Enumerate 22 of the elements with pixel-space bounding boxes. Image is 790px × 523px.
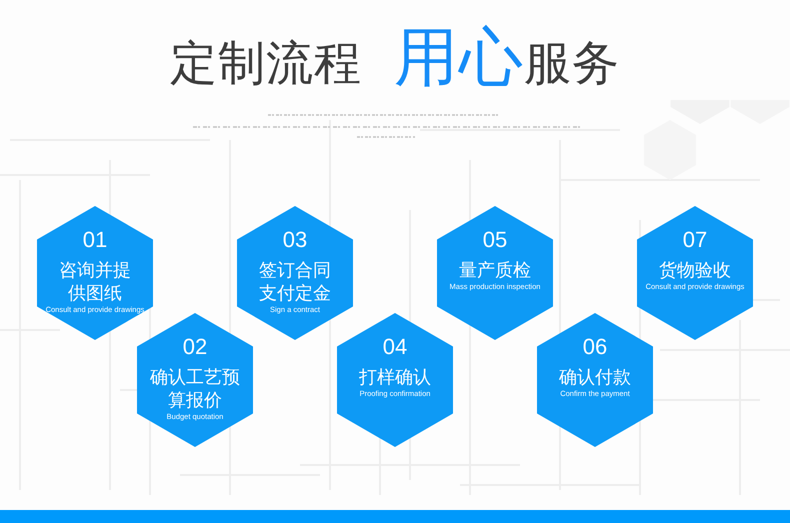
step-title: 确认付款: [558, 366, 632, 389]
step-title: 量产质检: [458, 259, 532, 282]
step-number: 05: [482, 228, 508, 252]
step-number: 02: [182, 335, 208, 359]
step-hexagon: [237, 206, 353, 340]
step-number: 01: [82, 228, 108, 252]
step-title: 确认工艺预算报价: [149, 366, 241, 412]
step-title: 签订合同支付定金: [258, 259, 332, 305]
step-hexagon: [337, 313, 453, 447]
step-title: 货物验收: [658, 259, 732, 282]
title: 定制流程 用心服务: [170, 20, 620, 95]
step-title: 打样确认: [358, 366, 432, 389]
step-number: 03: [282, 228, 308, 252]
step-number: 07: [682, 228, 708, 252]
step-number: 04: [382, 335, 408, 359]
step-hexagon: [437, 206, 553, 340]
step-hexagon: [637, 206, 753, 340]
step-number: 06: [582, 335, 608, 359]
step-title: 咨询并提供图纸: [58, 259, 132, 305]
step-hexagon: [537, 313, 653, 447]
step-hexagon: [137, 313, 253, 447]
step-hexagon: [37, 206, 153, 340]
